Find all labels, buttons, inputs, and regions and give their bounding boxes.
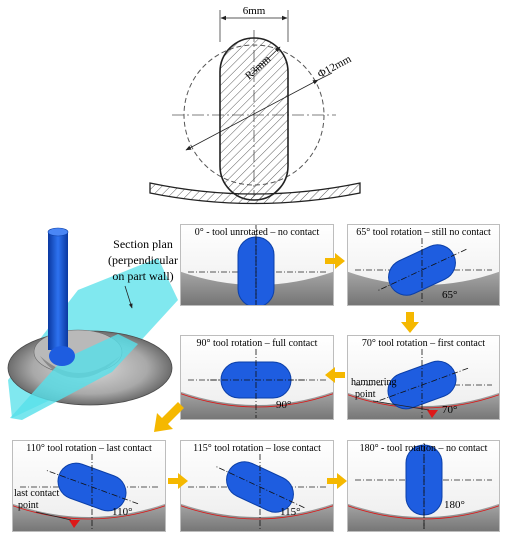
cross-section-drawing: 6mm R3mm Φ12mm bbox=[149, 5, 361, 205]
stage-panel-6: 180° 180° - tool rotation – no contact bbox=[347, 440, 500, 532]
width-label: 6mm bbox=[243, 5, 266, 17]
rotation-angle-label: 115° bbox=[280, 506, 301, 518]
tool-shank bbox=[48, 232, 68, 350]
section-plan-leader bbox=[124, 285, 133, 309]
contact-label-line-2: point bbox=[355, 389, 376, 400]
panel-border bbox=[347, 335, 500, 420]
panel-wall bbox=[347, 392, 500, 420]
section-plan-label-1: Section plan bbox=[113, 237, 173, 251]
diameter-label: Φ12mm bbox=[316, 53, 354, 81]
panel-title: 115° tool rotation – lose contact bbox=[193, 443, 321, 454]
contact-point-marker bbox=[427, 410, 438, 418]
panel-title: 110° tool rotation – last contact bbox=[26, 443, 152, 454]
flow-arrows bbox=[154, 253, 419, 489]
section-plane-front bbox=[10, 334, 138, 420]
contact-curve bbox=[180, 504, 334, 520]
arrow-110-to-115 bbox=[168, 473, 188, 489]
panel-wall bbox=[180, 503, 334, 532]
panel-wall bbox=[347, 503, 500, 532]
panel-border bbox=[347, 440, 500, 532]
arrow-65-to-70 bbox=[401, 312, 419, 333]
stage-panel-1: 65° 65° tool rotation – still no contact bbox=[347, 224, 500, 306]
panel-wall bbox=[180, 391, 334, 420]
stage-panel-0: 0° - tool unrotated – no contact bbox=[180, 224, 334, 306]
contact-curve bbox=[347, 393, 500, 409]
contact-label-leader bbox=[372, 400, 430, 411]
contact-curve bbox=[347, 504, 500, 520]
contact-label-leader bbox=[35, 511, 72, 521]
section-plan-label-2: (perpendicular bbox=[108, 253, 178, 267]
contact-label-line-1: hammering bbox=[351, 377, 397, 388]
arrow-70-to-90 bbox=[325, 367, 345, 383]
contact-point-marker bbox=[69, 520, 80, 528]
contact-label-line-1: last contact bbox=[14, 488, 59, 499]
panel-border bbox=[347, 224, 500, 306]
tool-top bbox=[47, 227, 69, 237]
panel-wall bbox=[12, 503, 166, 532]
tool-3d-view: Section plan (perpendicular on part wall… bbox=[7, 227, 178, 420]
stage-panel-5: 115° 115° tool rotation – lose contact bbox=[180, 440, 334, 532]
tool-axis bbox=[377, 248, 467, 292]
contact-curve bbox=[12, 504, 166, 520]
contact-label-line-2: point bbox=[18, 500, 39, 511]
panel-title: 0° - tool unrotated – no contact bbox=[195, 227, 320, 238]
panel-title: 180° - tool rotation – no contact bbox=[360, 443, 488, 454]
rotation-angle-label: 65° bbox=[442, 289, 457, 301]
contact-curve bbox=[180, 392, 334, 408]
section-plan-label-3: on part wall) bbox=[112, 269, 173, 283]
panel-title: 90° tool rotation – full contact bbox=[197, 338, 318, 349]
panel-title: 70° tool rotation – first contact bbox=[362, 338, 485, 349]
diameter-line bbox=[185, 79, 319, 151]
panel-border bbox=[12, 440, 166, 532]
sheet-wall bbox=[149, 182, 361, 205]
tool-tip bbox=[49, 346, 75, 366]
arrow-90-to-110 bbox=[154, 402, 184, 432]
diameter-leader bbox=[317, 72, 333, 81]
stage-panel-3: 90° 90° tool rotation – full contact bbox=[180, 335, 334, 420]
rotation-angle-label: 180° bbox=[444, 499, 465, 511]
panel-border bbox=[180, 224, 334, 306]
rotation-angle-label: 90° bbox=[276, 399, 291, 411]
radius-leader bbox=[251, 46, 281, 75]
arrow-0-to-65 bbox=[325, 253, 345, 269]
rotation-angle-label: 70° bbox=[442, 404, 457, 416]
panel-title: 65° tool rotation – still no contact bbox=[356, 227, 491, 238]
rotation-angle-label: 110° bbox=[112, 506, 133, 518]
arrow-115-to-180 bbox=[327, 473, 347, 489]
